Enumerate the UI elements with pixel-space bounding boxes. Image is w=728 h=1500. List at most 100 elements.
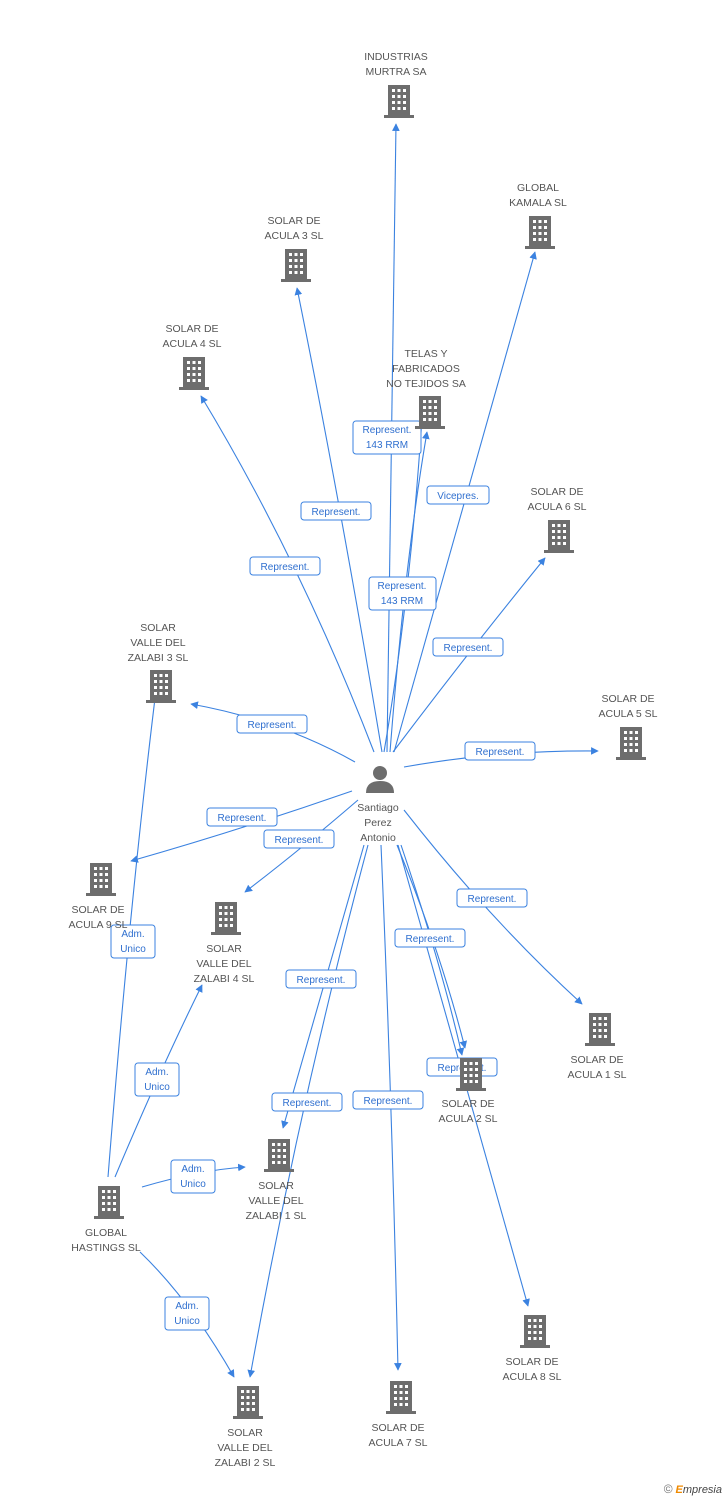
building-icon <box>384 85 414 118</box>
node-global-kamala[interactable]: GLOBAL KAMALA SL <box>509 182 567 249</box>
node-solar-acula-2[interactable]: SOLAR DE ACULA 2 SL <box>439 1058 498 1125</box>
copyright-symbol: © <box>663 1482 673 1496</box>
edge-label-represent-acula-9[interactable]: Represent. <box>206 807 278 827</box>
edge-label-represent-zalabi-4[interactable]: Represent. <box>263 829 335 849</box>
edge-label-represent-acula-1[interactable]: Represent. <box>456 888 528 908</box>
edge-label-represent-143-telas[interactable]: Represent. 143 RRM <box>352 420 422 455</box>
edge-line <box>389 431 430 753</box>
edge-line <box>396 844 468 1049</box>
svg-text:ACULA 8 SL: ACULA 8 SL <box>503 1371 562 1383</box>
building-icon <box>281 249 311 282</box>
svg-text:ACULA 7 SL: ACULA 7 SL <box>369 1437 428 1449</box>
edge-line <box>403 809 583 1005</box>
svg-text:Adm.: Adm. <box>181 1164 204 1175</box>
svg-text:Unico: Unico <box>174 1316 200 1327</box>
svg-text:Represent.: Represent. <box>261 562 310 573</box>
svg-text:Santiago: Santiago <box>357 802 399 814</box>
building-icon <box>525 216 555 249</box>
node-solar-acula-9[interactable]: SOLAR DE ACULA 9 SL <box>69 863 128 931</box>
building-icon <box>94 1186 124 1219</box>
building-icon <box>544 520 574 553</box>
svg-text:ZALABI 4 SL: ZALABI 4 SL <box>194 973 255 985</box>
edge-line <box>107 681 160 1178</box>
svg-text:Adm.: Adm. <box>145 1067 168 1078</box>
node-solar-acula-7[interactable]: SOLAR DE ACULA 7 SL <box>369 1381 428 1449</box>
svg-text:SOLAR: SOLAR <box>206 943 242 955</box>
building-icon <box>86 863 116 896</box>
edge-label-represent-zalabi-1[interactable]: Represent. <box>285 969 357 989</box>
building-icon <box>233 1386 263 1419</box>
svg-text:KAMALA SL: KAMALA SL <box>509 197 567 209</box>
building-icon <box>456 1058 486 1091</box>
node-global-hastings[interactable]: GLOBAL HASTINGS SL <box>71 1186 141 1254</box>
edge-label-represent-zalabi-2[interactable]: Represent. <box>271 1092 343 1112</box>
svg-text:SOLAR: SOLAR <box>258 1180 294 1192</box>
svg-text:Adm.: Adm. <box>175 1301 198 1312</box>
edge-labels-layer: Represent. 143 RRM Vicepres. Represent. … <box>110 420 536 1331</box>
svg-text:TELAS Y: TELAS Y <box>405 348 448 360</box>
brand-name: mpresia <box>682 1484 722 1496</box>
edge-label-represent-143-second[interactable]: Represent. 143 RRM <box>368 576 437 611</box>
edge-label-represent-acula-2a[interactable]: Represent. <box>394 928 466 948</box>
edge-label-represent-acula-7[interactable]: Represent. <box>352 1090 424 1110</box>
edge-label-represent-acula-6[interactable]: Represent. <box>432 637 504 657</box>
svg-text:SOLAR DE: SOLAR DE <box>601 693 654 705</box>
svg-text:VALLE DEL: VALLE DEL <box>217 1442 272 1454</box>
node-solar-valle-zalabi-4[interactable]: SOLAR VALLE DEL ZALABI 4 SL <box>194 902 255 985</box>
svg-text:ACULA 2 SL: ACULA 2 SL <box>439 1113 498 1125</box>
building-icon <box>179 357 209 390</box>
edge-label-adm-unico-zalabi-2[interactable]: Adm. Unico <box>164 1296 210 1331</box>
svg-text:SOLAR: SOLAR <box>140 622 176 634</box>
node-center-person[interactable]: Santiago Perez Antonio <box>357 766 399 844</box>
svg-text:Vicepres.: Vicepres. <box>437 491 479 502</box>
svg-text:ZALABI 3 SL: ZALABI 3 SL <box>128 652 189 664</box>
edge-label-adm-unico-zalabi-3[interactable]: Adm. Unico <box>110 924 156 959</box>
node-solar-acula-5[interactable]: SOLAR DE ACULA 5 SL <box>599 693 658 760</box>
edge-label-represent-acula-5[interactable]: Represent. <box>464 741 536 761</box>
node-solar-acula-3[interactable]: SOLAR DE ACULA 3 SL <box>265 215 324 282</box>
svg-text:Represent.: Represent. <box>297 975 346 986</box>
building-icon <box>386 1381 416 1414</box>
svg-text:FABRICADOS: FABRICADOS <box>392 363 460 375</box>
node-solar-acula-1[interactable]: SOLAR DE ACULA 1 SL <box>568 1013 627 1081</box>
svg-text:ACULA 4 SL: ACULA 4 SL <box>163 338 222 350</box>
svg-text:VALLE DEL: VALLE DEL <box>130 637 185 649</box>
edge-label-represent-acula-3[interactable]: Represent. <box>300 501 372 521</box>
node-solar-valle-zalabi-2[interactable]: SOLAR VALLE DEL ZALABI 2 SL <box>215 1386 276 1469</box>
svg-text:ACULA 3 SL: ACULA 3 SL <box>265 230 324 242</box>
svg-text:Unico: Unico <box>144 1082 170 1093</box>
svg-text:ACULA 5 SL: ACULA 5 SL <box>599 708 658 720</box>
svg-text:Represent.: Represent. <box>468 894 517 905</box>
node-solar-acula-8[interactable]: SOLAR DE ACULA 8 SL <box>503 1315 562 1383</box>
edge-label-adm-unico-zalabi-4[interactable]: Adm. Unico <box>134 1062 180 1097</box>
svg-text:MURTRA SA: MURTRA SA <box>365 66 426 78</box>
svg-text:Unico: Unico <box>180 1179 206 1190</box>
building-icon <box>146 670 176 703</box>
node-telas-fabricados[interactable]: TELAS Y FABRICADOS NO TEJIDOS SA <box>386 348 466 429</box>
svg-text:Represent.: Represent. <box>275 835 324 846</box>
svg-text:SOLAR DE: SOLAR DE <box>165 323 218 335</box>
svg-text:Represent.: Represent. <box>312 507 361 518</box>
edge-label-vicepres[interactable]: Vicepres. <box>426 485 490 505</box>
svg-text:SOLAR: SOLAR <box>227 1427 263 1439</box>
edge-line <box>130 790 353 863</box>
edge-label-represent-acula-4[interactable]: Represent. <box>249 556 321 576</box>
svg-text:SOLAR DE: SOLAR DE <box>441 1098 494 1110</box>
building-icon <box>585 1013 615 1046</box>
building-icon <box>520 1315 550 1348</box>
node-solar-valle-zalabi-1[interactable]: SOLAR VALLE DEL ZALABI 1 SL <box>246 1139 307 1222</box>
svg-text:Unico: Unico <box>120 944 146 955</box>
edge-label-adm-unico-zalabi-1[interactable]: Adm. Unico <box>170 1159 216 1194</box>
svg-text:Represent.: Represent. <box>476 747 525 758</box>
edge-line <box>400 844 465 1056</box>
svg-text:143 RRM: 143 RRM <box>381 596 423 607</box>
svg-text:GLOBAL: GLOBAL <box>85 1227 127 1239</box>
edge-label-represent-zalabi-3[interactable]: Represent. <box>236 714 308 734</box>
svg-text:SOLAR DE: SOLAR DE <box>371 1422 424 1434</box>
node-solar-acula-6[interactable]: SOLAR DE ACULA 6 SL <box>528 486 587 553</box>
building-icon <box>211 902 241 935</box>
node-solar-valle-zalabi-3[interactable]: SOLAR VALLE DEL ZALABI 3 SL <box>128 622 189 703</box>
node-industrias-murtra[interactable]: INDUSTRIAS MURTRA SA <box>364 51 428 118</box>
node-solar-acula-4[interactable]: SOLAR DE ACULA 4 SL <box>163 323 222 390</box>
